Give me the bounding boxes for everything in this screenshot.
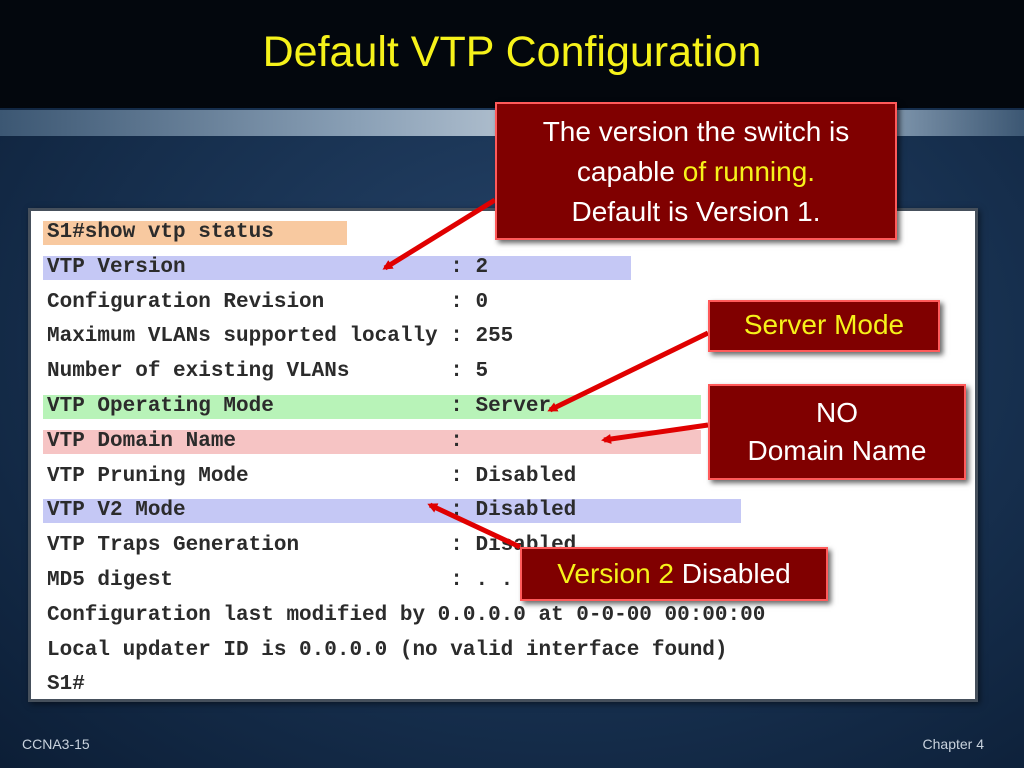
callout-v2: Version 2 Disabled: [520, 547, 828, 601]
callout-v2-version: Version 2: [557, 558, 674, 589]
arrow-domain: [601, 422, 709, 444]
terminal-line: VTP Version : 2: [43, 255, 631, 280]
title-bar: [0, 0, 1024, 108]
arrow-version: [382, 197, 497, 271]
terminal-line: S1#: [47, 673, 85, 697]
footer-right: Chapter 4: [922, 736, 984, 752]
callout-version-running: of running.: [674, 156, 816, 187]
callout-version: The version the switch is capable of run…: [495, 102, 897, 240]
callout-v2-disabled: Disabled: [674, 558, 791, 589]
terminal-line: VTP Operating Mode : Server: [43, 395, 701, 419]
callout-server: Server Mode: [708, 300, 940, 352]
terminal-line: VTP Domain Name :: [43, 429, 701, 454]
callout-server-text: Server Mode: [743, 309, 905, 340]
terminal-line: Configuration last modified by 0.0.0.0 a…: [47, 603, 766, 627]
slide-title: Default VTP Configuration: [262, 28, 762, 76]
footer-left: CCNA3-15: [22, 736, 90, 752]
terminal-line: VTP Pruning Mode : Disabled: [47, 464, 577, 488]
arrow-v2: [427, 502, 522, 550]
terminal-line: S1#show vtp status: [43, 221, 347, 245]
terminal-line: Configuration Revision : 0: [47, 290, 489, 314]
callout-version-line3: Default is Version 1.: [571, 196, 821, 227]
callout-domain: NO Domain Name: [708, 384, 966, 480]
callout-domain-line1: NO: [816, 397, 858, 428]
callout-version-line2: capable of running.: [497, 152, 895, 192]
terminal-line: Number of existing VLANs : 5: [47, 360, 489, 384]
callout-domain-line2: Domain Name: [747, 435, 927, 466]
terminal-line: VTP V2 Mode : Disabled: [43, 499, 741, 524]
callout-version-line1: The version the switch is: [542, 116, 850, 147]
callout-version-capable: capable: [576, 156, 675, 187]
arrow-server: [547, 330, 710, 413]
terminal-line: Local updater ID is 0.0.0.0 (no valid in…: [47, 638, 728, 662]
terminal-line: Maximum VLANs supported locally : 255: [47, 325, 514, 349]
